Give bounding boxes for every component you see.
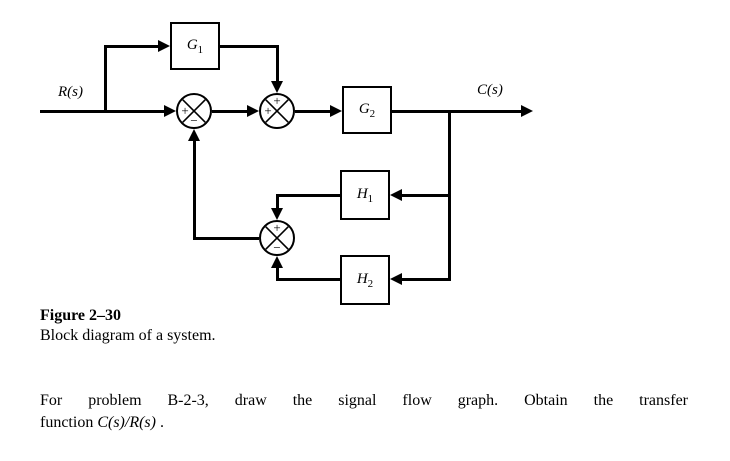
block-h2: H2 xyxy=(340,255,390,305)
arrowhead-g1-into-sj2 xyxy=(271,81,283,93)
block-g2: G2 xyxy=(342,86,392,134)
wire-takeoff-to-h2 xyxy=(402,278,451,281)
arrowhead-sj1-into-sj2 xyxy=(247,105,259,117)
wire-sj1-to-sj2 xyxy=(212,110,247,113)
sj3-top-sign: + xyxy=(273,220,281,235)
sj1-left-sign: + xyxy=(181,103,189,118)
figure-caption: Figure 2–30 Block diagram of a system. xyxy=(40,306,216,346)
arrowhead-output xyxy=(521,105,533,117)
cross-icon xyxy=(182,99,206,123)
sj2-left-sign: + xyxy=(264,103,272,118)
wire-h1-down-to-sj3 xyxy=(276,194,279,209)
block-g2-label: G2 xyxy=(358,100,376,120)
block-h1-label: H1 xyxy=(356,185,374,205)
wire-sj3-output xyxy=(193,237,259,240)
problem-line-2-suffix: . xyxy=(155,414,164,431)
wire-branch-to-g1 xyxy=(104,45,158,48)
wire-g2-output xyxy=(392,110,521,113)
wire-takeoff-down xyxy=(448,110,451,281)
summing-junction-3: + − xyxy=(259,220,295,256)
wire-input-branch-up xyxy=(104,45,107,112)
wire-sj2-to-g2 xyxy=(295,110,330,113)
problem-statement: For problem B-2-3, draw the signal flow … xyxy=(40,390,688,434)
arrowhead-into-h1 xyxy=(390,189,402,201)
input-signal-label: R(s) xyxy=(58,84,83,100)
block-g1-label: G1 xyxy=(186,36,204,56)
wire-g1-down-to-sj2 xyxy=(276,45,279,82)
problem-line-2-prefix: function xyxy=(40,414,98,431)
arrowhead-into-g1 xyxy=(158,40,170,52)
arrowhead-h2-into-sj3 xyxy=(271,256,283,268)
cross-icon xyxy=(265,226,289,250)
arrowhead-into-g2 xyxy=(330,105,342,117)
wire-h2-output xyxy=(276,278,340,281)
figure-number: Figure 2–30 xyxy=(40,307,122,324)
arrowhead-h1-into-sj3 xyxy=(271,208,283,220)
block-g1: G1 xyxy=(170,22,220,70)
wire-takeoff-to-h1 xyxy=(402,194,451,197)
wire-input-main xyxy=(40,110,164,113)
figure-caption-text: Block diagram of a system. xyxy=(40,327,216,344)
arrowhead-feedback-into-sj1 xyxy=(188,129,200,141)
sj3-bottom-sign: − xyxy=(273,240,281,255)
wire-feedback-up-to-sj1 xyxy=(193,141,196,240)
wire-g1-output xyxy=(220,45,279,48)
transfer-function-expression: C(s)/R(s) xyxy=(97,414,156,431)
output-signal-label: C(s) xyxy=(477,82,503,98)
sj1-bottom-sign: − xyxy=(190,113,198,128)
block-h1: H1 xyxy=(340,170,390,220)
block-h2-label: H2 xyxy=(356,270,374,290)
wire-h2-up-to-sj3 xyxy=(276,267,279,280)
problem-line-2: function C(s)/R(s) . xyxy=(40,412,688,434)
arrowhead-into-sj1 xyxy=(164,105,176,117)
summing-junction-2: + + xyxy=(259,93,295,129)
problem-line-1: For problem B-2-3, draw the signal flow … xyxy=(40,392,688,409)
sj2-top-sign: + xyxy=(273,93,281,108)
wire-h1-output xyxy=(276,194,340,197)
arrowhead-into-h2 xyxy=(390,273,402,285)
summing-junction-1: + − xyxy=(176,93,212,129)
cross-icon xyxy=(265,99,289,123)
